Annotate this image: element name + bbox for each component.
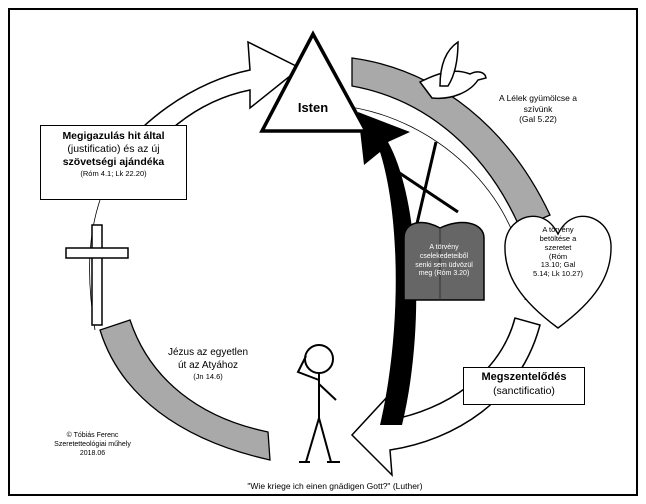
spirit-ref: (Gal 5.22) bbox=[519, 114, 557, 125]
cross-vertical bbox=[91, 224, 103, 326]
heart-icon bbox=[504, 215, 612, 329]
gray-band-left bbox=[99, 319, 271, 461]
credit-line-2: Szeretetteológiai műhely bbox=[54, 440, 131, 448]
justification-line-1: Megigazulás hit által bbox=[62, 130, 165, 142]
cross-out-line-1 bbox=[397, 170, 459, 214]
heart-line-4: (Róm bbox=[548, 251, 568, 261]
black-arrow-to-isten bbox=[358, 112, 417, 425]
jesus-text: Jézus az egyetlen út az Atyához (Jn 14.6… bbox=[148, 347, 268, 381]
credit-line-3: 2018.06 bbox=[79, 449, 106, 457]
spirit-line-1: A Lélek gyümölcse a bbox=[499, 93, 577, 103]
jesus-line-2: út az Atyához bbox=[177, 359, 239, 371]
heart-line-6: 5.14; Lk 10.27) bbox=[532, 269, 584, 279]
justification-box: Megigazulás hit által (justificatio) és … bbox=[40, 125, 187, 200]
credit-text: © Tóbiás Ferenc Szeretetteológiai műhely… bbox=[40, 432, 145, 458]
sanctification-line-2: (sanctificatio) bbox=[493, 384, 555, 397]
jesus-line-1: Jézus az egyetlen bbox=[167, 347, 249, 358]
tablets-line-4: meg (Róm 3.20) bbox=[418, 270, 470, 278]
sanctification-box: Megszentelődés (sanctificatio) bbox=[463, 367, 585, 405]
person-figure bbox=[296, 344, 340, 463]
spirit-text: A Lélek gyümölcse a szívünk (Gal 5.22) bbox=[478, 93, 598, 125]
law-tablets-icon bbox=[403, 221, 485, 301]
justification-line-3: szövetségi ajándéka bbox=[62, 156, 165, 169]
luther-quote: "Wie kriege ich einen gnädigen Gott?" (L… bbox=[247, 481, 423, 491]
justification-ref: (Róm 4.1; Lk 22.20) bbox=[80, 169, 147, 179]
credit-line-1: © Tóbiás Ferenc bbox=[66, 432, 119, 439]
tablets-line-3: senki sem üdvözül bbox=[415, 261, 473, 269]
sanctification-line-1: Megszentelődés bbox=[481, 371, 567, 383]
heart-line-3: szeretet bbox=[544, 242, 572, 252]
dove-icon bbox=[418, 40, 487, 100]
jesus-ref: (Jn 14.6) bbox=[193, 372, 223, 381]
spirit-line-2: szívünk bbox=[523, 103, 553, 114]
tablets-line-2: cselekedeteiből bbox=[419, 252, 469, 260]
tablets-text: A törvény cselekedeteiből senki sem üdvö… bbox=[404, 244, 484, 279]
heart-text: A törvény betöltése a szeretet (Róm 13.1… bbox=[512, 225, 604, 279]
tablets-line-1: A törvény bbox=[429, 244, 459, 251]
isten-label: Isten bbox=[297, 100, 329, 115]
heart-line-5: 13.10; Gal bbox=[540, 260, 576, 270]
heart-line-2: betöltése a bbox=[539, 233, 577, 243]
isten-triangle bbox=[259, 30, 369, 133]
cross-horizontal bbox=[65, 247, 129, 259]
heart-line-1: A törvény bbox=[542, 225, 574, 234]
justification-line-2: (justificatio) és az új bbox=[67, 143, 160, 156]
